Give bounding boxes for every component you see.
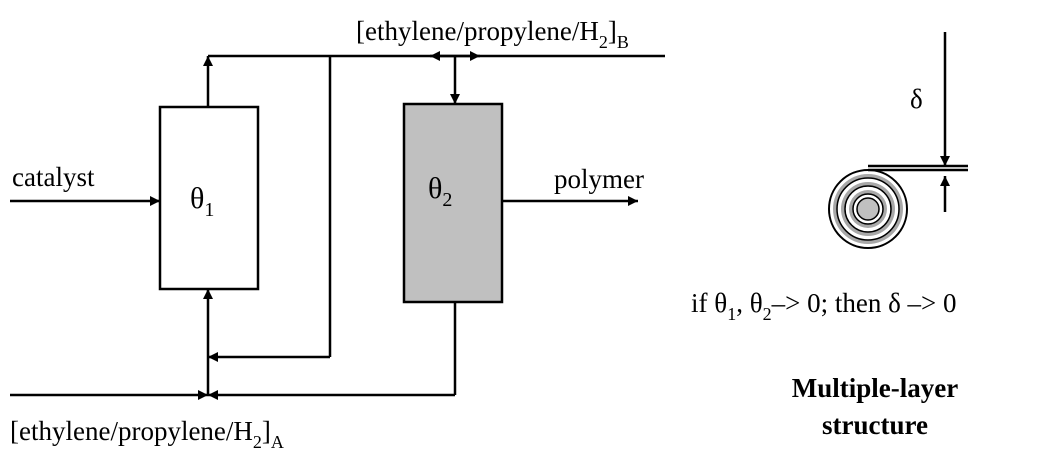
- reactor-2-box: [402, 102, 504, 304]
- reactor-1-box: [158, 105, 260, 291]
- coil-core: [856, 197, 880, 221]
- delta-label: δ: [910, 84, 923, 114]
- structure-caption-line-1: Multiple-layer: [792, 373, 958, 403]
- polymer-label: polymer: [554, 164, 644, 194]
- structure-caption-line-2: structure: [822, 410, 928, 440]
- reactor-1-label: θ1: [190, 182, 214, 221]
- stream-a-label: [ethylene/propylene/H2]A: [10, 416, 284, 450]
- limit-condition: if θ1, θ2–> 0; then δ –> 0: [691, 288, 957, 324]
- stream-b-label: [ethylene/propylene/H2]B: [356, 16, 629, 52]
- reactor-2-label: θ2: [428, 172, 452, 211]
- catalyst-label: catalyst: [12, 162, 95, 192]
- layer-coil-icon: [828, 164, 968, 249]
